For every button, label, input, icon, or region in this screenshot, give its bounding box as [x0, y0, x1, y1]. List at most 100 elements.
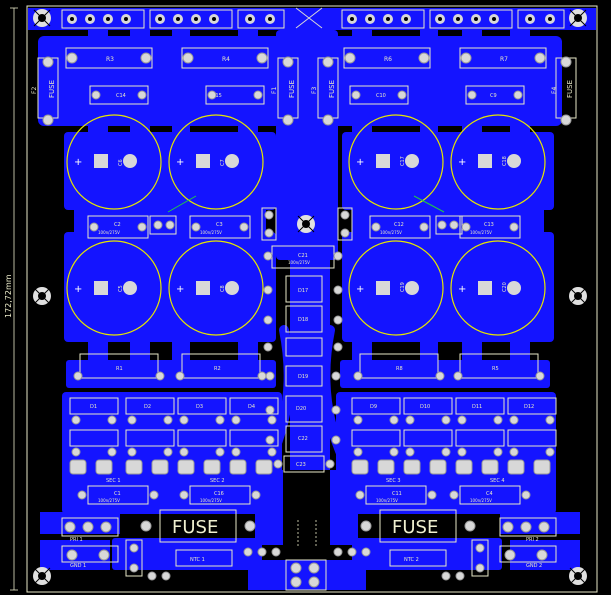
- diode-d12-label: D12: [524, 404, 534, 410]
- side-fuses: F2 F1 F3 F4 FUSE FUSE FUSE FUSE: [31, 56, 577, 126]
- svg-text:+: +: [176, 284, 184, 295]
- cap-c23-label: C23: [296, 462, 306, 468]
- diode-d1-label: D1: [90, 404, 97, 410]
- mount-hole-icon: [569, 567, 587, 585]
- ntc-2-label: NTC 2: [404, 557, 419, 563]
- cap-c1-label: C1: [114, 491, 121, 497]
- cap-c8-label: C8: [220, 285, 226, 292]
- cap-value-text: 100n/275V: [200, 230, 222, 235]
- cap-c6-label: C6: [118, 159, 124, 166]
- gnd-1-label: GND 1: [70, 563, 86, 569]
- rect-resistors: R1 R2 R8 R5: [73, 353, 545, 381]
- resistor-r3-label: R3: [106, 56, 114, 63]
- cap-c21-label: C21: [298, 253, 308, 259]
- fuse-big-label-right: FUSE: [392, 517, 438, 538]
- cap-c7-label: C7: [220, 159, 226, 166]
- cap-c22-label: C22: [298, 436, 308, 442]
- resistor-r4-label: R4: [222, 56, 230, 63]
- copper-layer: [28, 8, 596, 590]
- diode-d19-label: D19: [298, 374, 308, 380]
- fuse-f3-label: F3: [311, 87, 318, 94]
- cap-value-text: 100n/275V: [376, 498, 398, 503]
- cap-c10-label: C10: [376, 93, 386, 99]
- mount-hole-icon: [569, 287, 587, 305]
- resistor-r5-label: R5: [492, 366, 499, 372]
- big-fuse-holders: FUSE FUSE: [140, 509, 476, 543]
- fuse-side-text: FUSE: [48, 80, 56, 98]
- sec-1-label: SEC 1: [106, 478, 121, 484]
- cap-c19-label: C19: [400, 282, 406, 292]
- mount-hole-icon: [33, 9, 51, 27]
- pri-1-label: PRI 1: [70, 537, 83, 543]
- svg-text:+: +: [458, 284, 466, 295]
- fuse-f1-label: F1: [271, 87, 278, 94]
- fuse-f4-label: F4: [551, 87, 558, 94]
- cap-value-text: 100n/275V: [98, 498, 120, 503]
- diode-d3-label: D3: [196, 404, 203, 410]
- svg-text:+: +: [176, 157, 184, 168]
- mount-hole-icon: [33, 567, 51, 585]
- resistor-r1-label: R1: [116, 366, 123, 372]
- cap-c16-label: C16: [214, 491, 224, 497]
- svg-text:+: +: [356, 284, 364, 295]
- cap-c11-label: C11: [392, 491, 402, 497]
- cap-c20-label: C20: [502, 282, 508, 292]
- diode-d4-label: D4: [248, 404, 255, 410]
- diode-d20-label: D20: [296, 406, 306, 412]
- svg-text:+: +: [74, 284, 82, 295]
- diode-d18-label: D18: [298, 317, 308, 323]
- diode-d10-label: D10: [420, 404, 430, 410]
- svg-text:+: +: [74, 157, 82, 168]
- sec-3-label: SEC 3: [386, 478, 401, 484]
- mount-hole-icon: [33, 287, 51, 305]
- bottom-terminals: PRI 1 PRI 2 GND 1 GND 2 NTC 1 NTC 2: [61, 517, 557, 591]
- cap-value-text: 100n/275V: [98, 230, 120, 235]
- sec-2-label: SEC 2: [210, 478, 225, 484]
- cap-c5-label: C5: [118, 285, 124, 292]
- cap-c15-label: C15: [212, 93, 222, 99]
- small-top-caps: C14 C15 C10 C9: [89, 85, 525, 105]
- fuse-side-text: FUSE: [328, 80, 336, 98]
- big-caps-bottom: + + + + C5 C8 C19 C20: [66, 240, 546, 336]
- center-column: C21 100n/275V D17 D18 D19 D20 C22 C23: [263, 245, 343, 473]
- cap-c3-label: C3: [216, 222, 223, 228]
- fuse-side-text: FUSE: [566, 80, 574, 98]
- cap-c18-label: C18: [502, 156, 508, 166]
- cap-c12-label: C12: [394, 222, 404, 228]
- rectifier-rows: D1 D2 D3 D4 D9 D10 D11 D12 SEC 1 SEC 2 S…: [69, 397, 557, 484]
- mount-hole-icon: [297, 215, 315, 233]
- bottom-caps: C1 C16 C11 C4 100n/275V 100n/275V 100n/2…: [77, 485, 531, 505]
- fuse-side-text: FUSE: [288, 80, 296, 98]
- cap-c14-label: C14: [116, 93, 126, 99]
- top-connectors: [61, 7, 565, 29]
- svg-text:+: +: [356, 157, 364, 168]
- board-outline: [26, 5, 598, 593]
- cap-c17-label: C17: [400, 156, 406, 166]
- cap-value-text: 100n/275V: [200, 498, 222, 503]
- sec-4-label: SEC 4: [490, 478, 505, 484]
- mounting-holes: [33, 9, 587, 585]
- resistor-r6-label: R6: [384, 56, 392, 63]
- cap-c9-label: C9: [490, 93, 497, 99]
- diode-d11-label: D11: [472, 404, 482, 410]
- cap-c2-label: C2: [114, 222, 121, 228]
- cap-value-text: 100n/275V: [470, 498, 492, 503]
- fuse-big-label-left: FUSE: [172, 517, 218, 538]
- diode-d2-label: D2: [144, 404, 151, 410]
- resistor-r2-label: R2: [214, 366, 221, 372]
- top-resistors: R3 R4 R6 R7: [65, 47, 547, 69]
- fuse-f2-label: F2: [31, 87, 38, 94]
- cap-c13-label: C13: [484, 222, 494, 228]
- cap-value-text: 100n/275V: [470, 230, 492, 235]
- cap-c4-label: C4: [486, 491, 493, 497]
- cap-value-text: 100n/275V: [380, 230, 402, 235]
- gnd-2-label: GND 2: [526, 563, 542, 569]
- diode-d9-label: D9: [370, 404, 377, 410]
- dimension-marker: 172,72mm: [4, 7, 18, 591]
- resistor-r7-label: R7: [500, 56, 508, 63]
- diode-d17-label: D17: [298, 288, 308, 294]
- resistor-r8-label: R8: [396, 366, 403, 372]
- ntc-1-label: NTC 1: [190, 557, 205, 563]
- cap-value-text: 100n/275V: [288, 260, 310, 265]
